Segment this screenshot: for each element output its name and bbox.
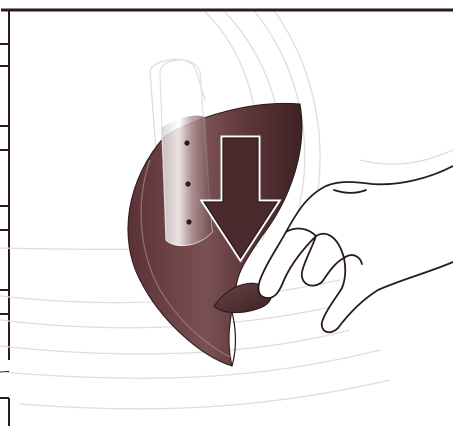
screw-hole	[185, 181, 190, 186]
mounting-slot	[160, 60, 212, 246]
appliance-body	[128, 103, 302, 366]
screw-hole	[186, 219, 191, 224]
screw-hole	[184, 140, 189, 145]
